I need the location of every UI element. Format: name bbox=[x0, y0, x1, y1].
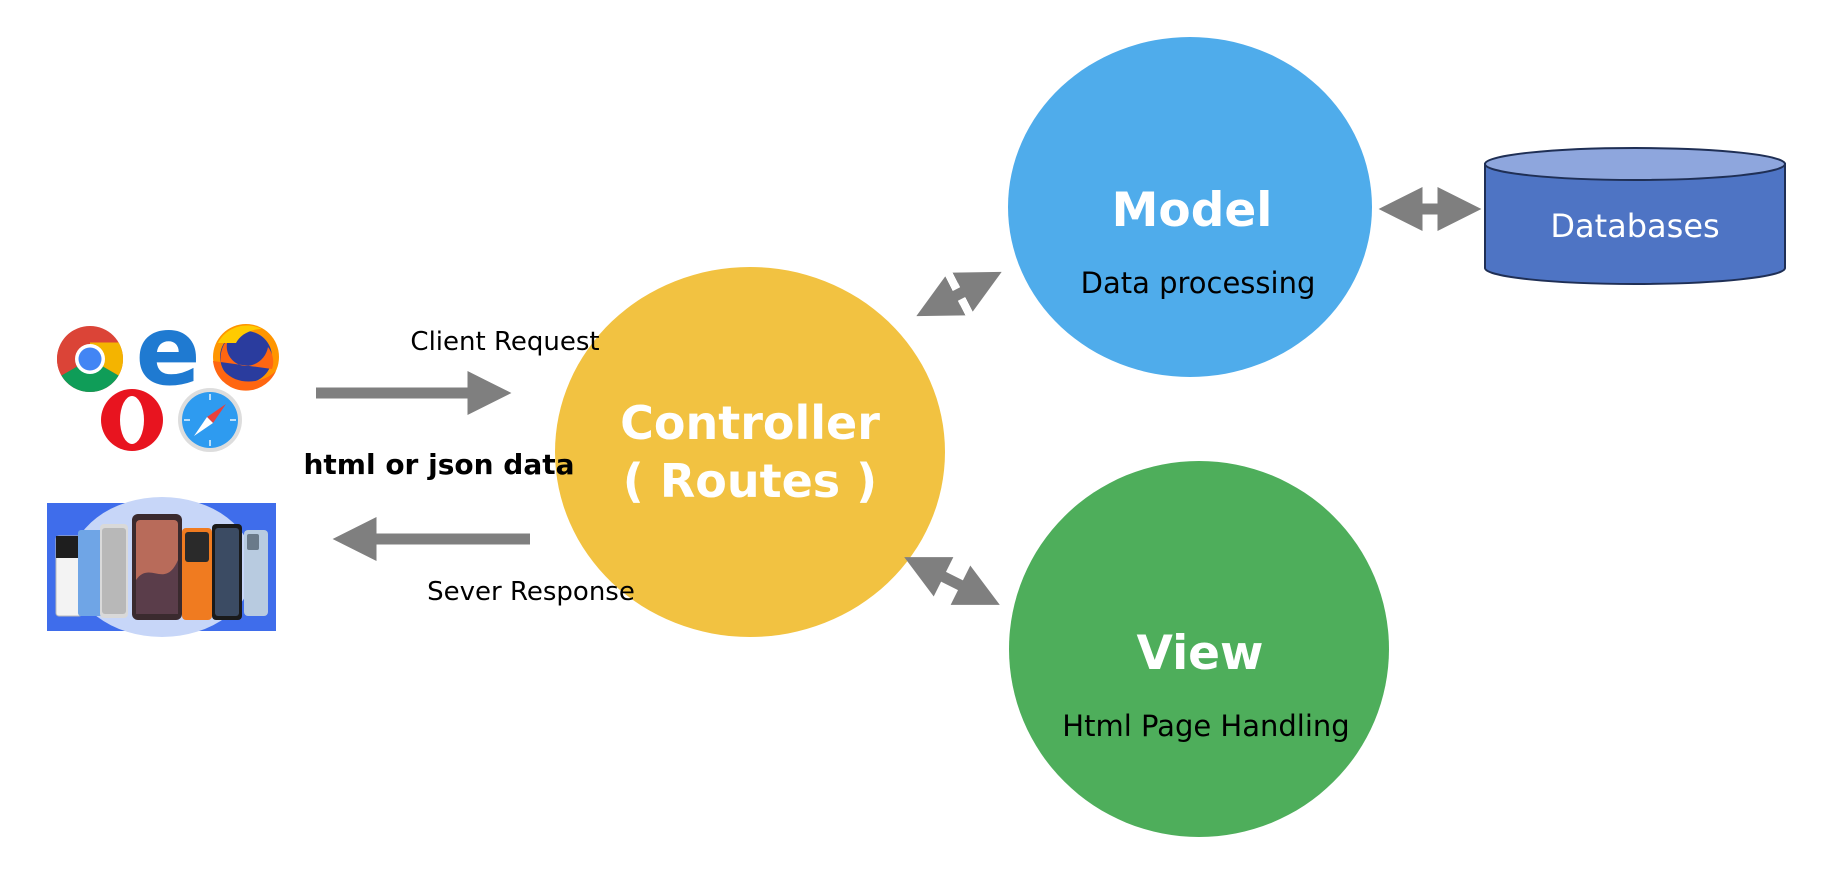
database-cylinder bbox=[1484, 147, 1786, 285]
controller-title-line1: Controller bbox=[620, 396, 880, 450]
safari-icon bbox=[178, 388, 242, 452]
server-response-label: Sever Response bbox=[427, 577, 635, 607]
model-circle bbox=[1008, 37, 1372, 377]
chrome-icon bbox=[56, 326, 124, 393]
browser-icons: e bbox=[56, 295, 279, 452]
model-subtitle: Data processing bbox=[1081, 266, 1316, 300]
view-subtitle: Html Page Handling bbox=[1062, 709, 1349, 743]
controller-circle bbox=[555, 267, 945, 637]
opera-icon bbox=[101, 389, 163, 451]
view-circle bbox=[1009, 461, 1389, 837]
arrows bbox=[316, 187, 1482, 605]
payload-label: html or json data bbox=[303, 448, 574, 481]
firefox-icon bbox=[213, 324, 279, 391]
controller-title-line2: ( Routes ) bbox=[623, 454, 877, 508]
controller-model-arrow bbox=[916, 271, 1002, 317]
edge-icon: e bbox=[135, 295, 200, 407]
client-request-label: Client Request bbox=[410, 327, 599, 357]
view-title: View bbox=[1137, 626, 1264, 681]
controller-view-arrow bbox=[904, 557, 1000, 605]
smartphones-icon bbox=[47, 497, 276, 637]
svg-text:e: e bbox=[135, 295, 200, 407]
database-label: Databases bbox=[1550, 207, 1719, 245]
model-title: Model bbox=[1112, 183, 1273, 238]
